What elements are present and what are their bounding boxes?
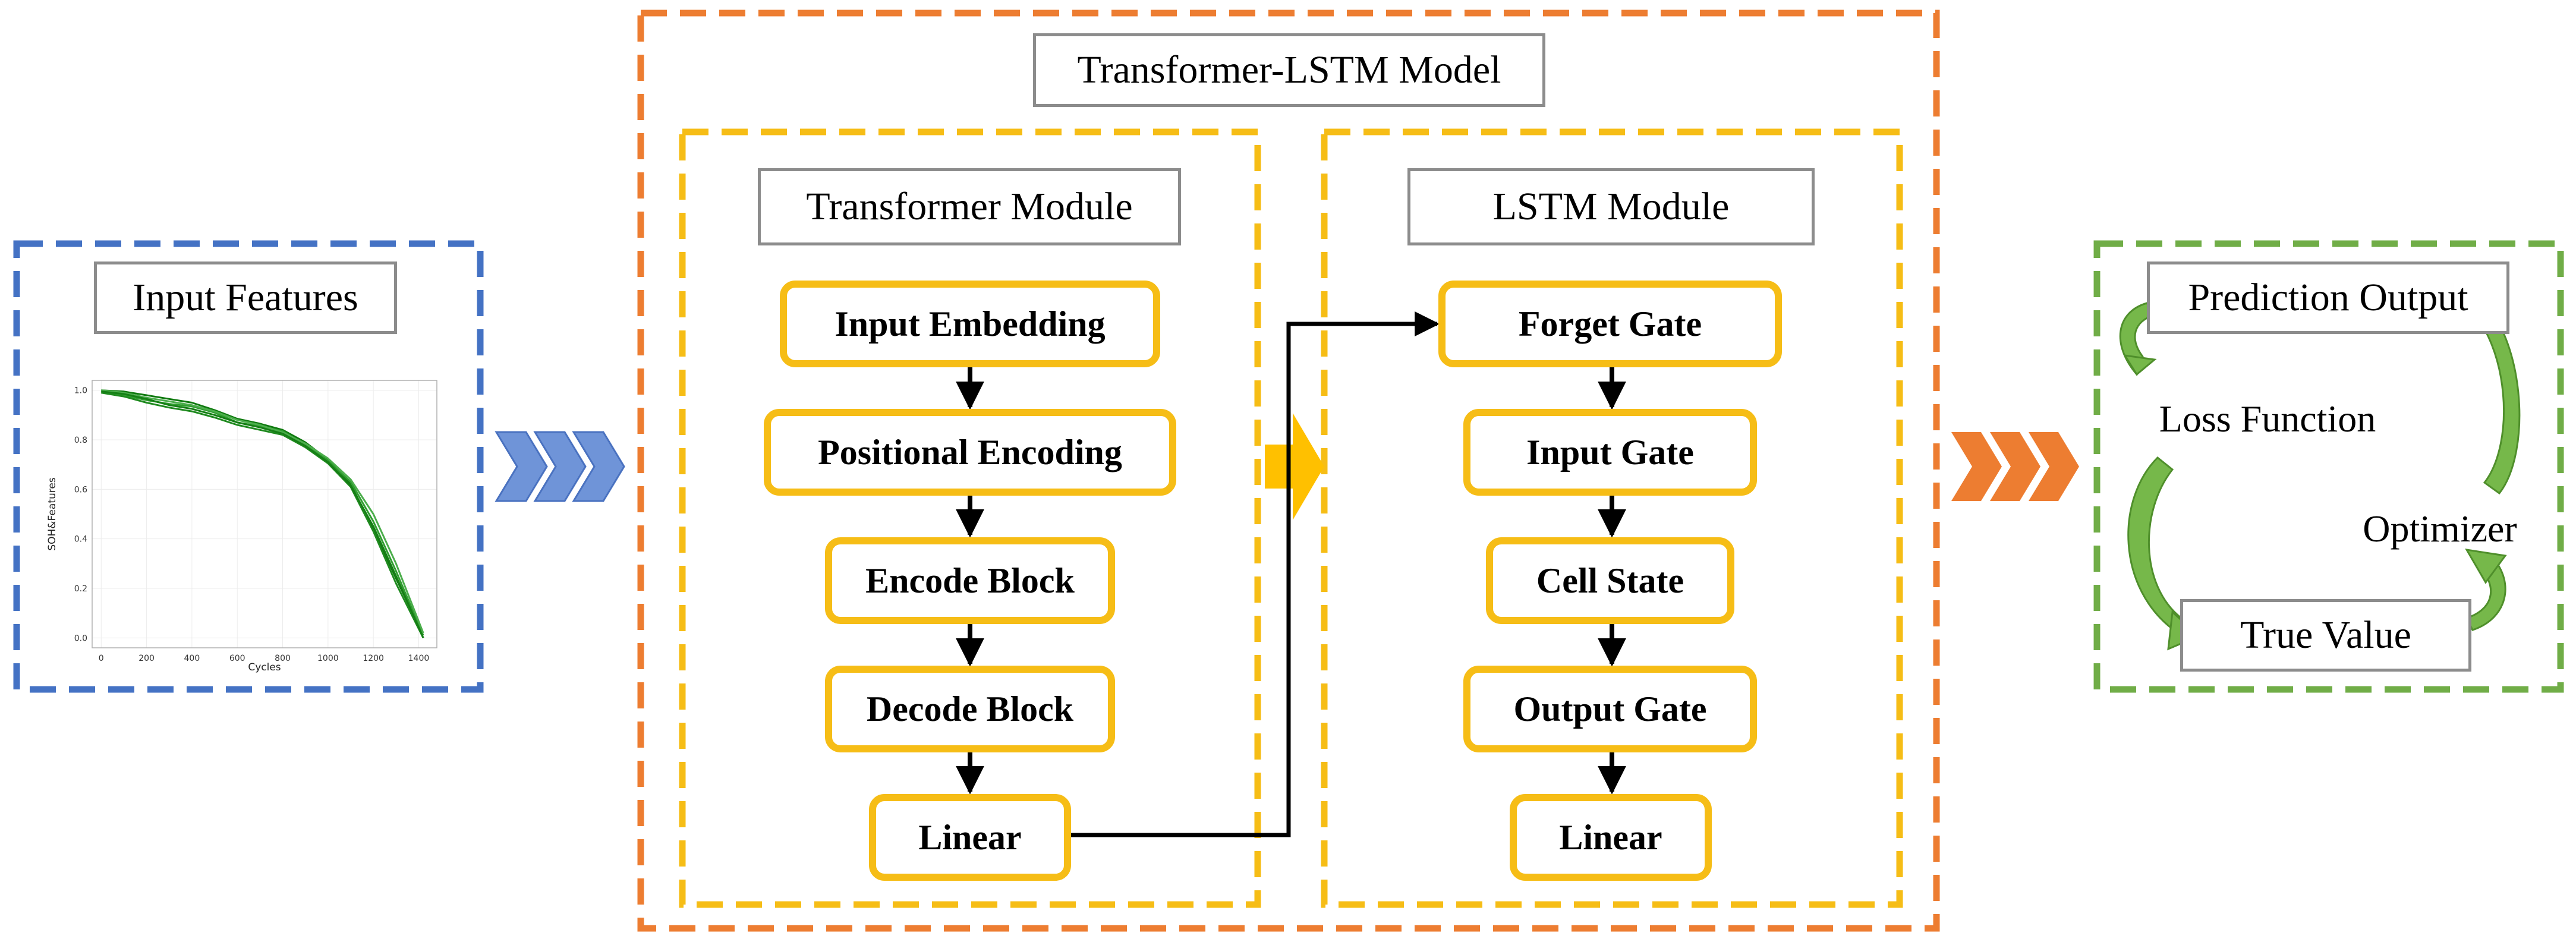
- chart-series-line: [101, 389, 424, 634]
- input-features-chart: 0 200 400 600 800 1000 1200 1400 0.0 0.2 0.4 0.6 0.8…: [46, 380, 437, 673]
- block-input-gate: Input Gate: [1463, 409, 1757, 496]
- lstm-module-title: LSTM Module: [1407, 168, 1815, 245]
- chart-xtick-label: 800: [275, 654, 291, 663]
- chart-plot-frame: [92, 380, 437, 648]
- model-title: Transformer-LSTM Model: [1033, 33, 1545, 107]
- model-panel: [637, 10, 1940, 932]
- chart-xtick-label: 400: [184, 654, 200, 663]
- chart-series: [101, 389, 424, 638]
- transformer-panel: [679, 128, 1261, 908]
- chart-ytick-label: 0.4: [74, 535, 87, 544]
- input-features-title: Input Features: [94, 262, 397, 334]
- optimizer-label: Optimizer: [2363, 508, 2517, 550]
- block-encode: Encode Block: [825, 537, 1115, 624]
- chart-xtick-label: 1000: [317, 654, 339, 663]
- block-lstm-linear: Linear: [1510, 794, 1712, 881]
- chart-ytick-label: 1.0: [74, 386, 87, 396]
- block-decode: Decode Block: [825, 666, 1115, 752]
- block-input-embedding: Input Embedding: [780, 281, 1160, 367]
- yellow-block-arrow: [1265, 413, 1324, 520]
- true-value-box: True Value: [2180, 599, 2471, 672]
- chart-xtick-label: 600: [229, 654, 245, 663]
- block-transformer-linear: Linear: [869, 794, 1071, 881]
- transformer-module-title: Transformer Module: [758, 168, 1181, 245]
- orange-chevron-arrow: [1951, 432, 2079, 501]
- chart-ytick-label: 0.6: [74, 485, 87, 494]
- chart-ticks: 0 200 400 600 800 1000 1200 1400 0.0 0.2 0.4 0.6 0.8…: [74, 386, 430, 663]
- chart-xtick-label: 1200: [363, 654, 384, 663]
- lstm-panel: [1321, 128, 1903, 908]
- block-positional-encoding: Positional Encoding: [764, 409, 1176, 496]
- chart-series-line: [101, 390, 424, 638]
- block-output-gate: Output Gate: [1463, 666, 1757, 752]
- chart-ytick-label: 0.8: [74, 436, 87, 445]
- loss-function-label: Loss Function: [2159, 398, 2376, 440]
- curve-arrow-loss-to-true: [2127, 456, 2183, 633]
- connector-linear-to-forget-gate: [1070, 311, 1440, 837]
- chart-ylabel: SOH&Features: [46, 477, 58, 550]
- block-forget-gate: Forget Gate: [1438, 281, 1782, 367]
- prediction-output-box: Prediction Output: [2147, 262, 2509, 334]
- input-panel: [13, 240, 484, 693]
- feedback-loop-arrows: [2119, 278, 2521, 651]
- blue-chevron-arrow: [495, 431, 625, 502]
- chart-grid: [92, 380, 437, 648]
- chart-ytick-label: 0.0: [74, 634, 87, 643]
- chart-series-line: [101, 392, 424, 638]
- block-cell-state: Cell State: [1486, 537, 1734, 624]
- output-panel: [2093, 240, 2564, 693]
- chart-xlabel: Cycles: [248, 661, 281, 673]
- chart-xtick-label: 200: [138, 654, 155, 663]
- chart-ytick-label: 0.2: [74, 584, 87, 594]
- chart-xtick-label: 1400: [408, 654, 430, 663]
- chart-xtick-label: 0: [99, 654, 104, 663]
